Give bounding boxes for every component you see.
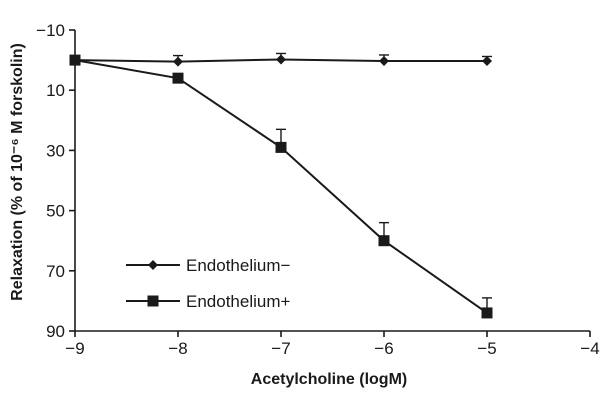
legend-swatch-marker	[147, 295, 159, 307]
legend-label: Endothelium−	[186, 256, 291, 275]
data-point	[482, 56, 492, 67]
x-tick-label: −6	[374, 339, 393, 358]
axes: −9 −8 −7 −6 −5 −4 −10 10 30 50 70 90	[36, 21, 600, 358]
data-point	[69, 54, 81, 66]
data-point	[378, 235, 390, 247]
y-axis-label: Relaxation (% of 10⁻⁶ M forskolin)	[9, 43, 26, 301]
legend-item: Endothelium+	[126, 292, 291, 311]
series-line	[74, 59, 488, 314]
series-endothelium-plus	[69, 54, 493, 319]
y-tick-label: 90	[46, 322, 65, 341]
data-point	[379, 56, 389, 67]
series-layer	[69, 52, 493, 319]
data-point	[481, 307, 493, 319]
y-tick-label: −10	[36, 21, 65, 40]
legend: Endothelium− Endothelium+	[126, 256, 291, 311]
y-tick-label: 70	[46, 262, 65, 281]
data-point	[275, 141, 287, 153]
legend-label: Endothelium+	[186, 292, 291, 311]
y-tick-label: 10	[46, 81, 65, 100]
x-tick-label: −4	[580, 339, 599, 358]
x-tick-label: −5	[477, 339, 496, 358]
legend-swatch-marker	[148, 260, 158, 270]
x-tick-label: −7	[271, 339, 290, 358]
data-point	[173, 56, 183, 67]
x-axis-label: Acetylcholine (logM)	[251, 371, 407, 388]
y-tick-label: 50	[46, 202, 65, 221]
series-endothelium-minus	[70, 52, 492, 67]
y-tick-label: 30	[46, 141, 65, 160]
data-point	[172, 72, 184, 84]
x-tick-label: −9	[65, 339, 84, 358]
x-tick-label: −8	[168, 339, 187, 358]
data-point	[276, 54, 286, 65]
legend-item: Endothelium−	[126, 256, 291, 275]
